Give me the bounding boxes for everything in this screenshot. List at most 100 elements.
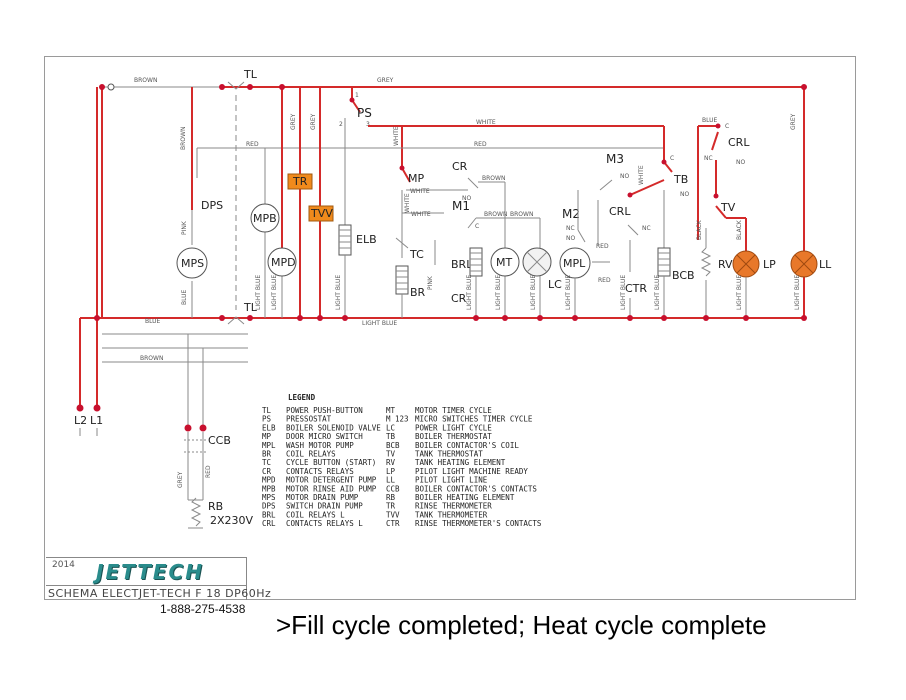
- svg-text:WHITE: WHITE: [638, 165, 645, 185]
- svg-text:NO: NO: [736, 159, 745, 166]
- branch-pumps: MPB MPD LIGHT BLUE LIGHT BLUE: [250, 87, 297, 318]
- legend-description: PILOT LIGHT MACHINE READY: [415, 467, 528, 476]
- svg-text:NO: NO: [680, 191, 689, 198]
- legend-code: MPS: [262, 493, 276, 502]
- label-mpd: MPD: [271, 256, 296, 269]
- branch-wash-pump: M2 NC NO MPL LIGHT BLUE RED RED: [559, 190, 611, 318]
- svg-text:NO: NO: [462, 195, 471, 202]
- legend-description: POWER PUSH-BUTTON: [286, 406, 363, 415]
- legend-code: CCB: [386, 484, 400, 493]
- mpd-motor: [267, 247, 297, 277]
- bcb-coil: [657, 247, 671, 277]
- label-rb: RB: [208, 500, 223, 513]
- legend-code: TR: [386, 502, 396, 511]
- mt-motor: [490, 247, 520, 277]
- branch-ps-elb: 1 2 3 PS WHITE WHITE RED ELB LIGHT BLUE: [335, 87, 664, 318]
- legend-code: TL: [262, 406, 272, 415]
- svg-text:RED: RED: [474, 141, 487, 148]
- legend-description: TANK HEATING ELEMENT: [415, 458, 506, 467]
- svg-text:2: 2: [339, 121, 343, 128]
- mps-motor: [176, 247, 208, 279]
- label-m2: M2: [562, 207, 580, 221]
- svg-text:BROWN: BROWN: [482, 175, 505, 182]
- legend-description: WASH MOTOR PUMP: [286, 441, 354, 450]
- label-crl-right: CRL: [728, 136, 750, 149]
- legend-description: MOTOR TIMER CYCLE: [415, 406, 492, 415]
- legend-code: PS: [262, 415, 272, 424]
- svg-text:C: C: [725, 123, 729, 130]
- branch-timer: MT LC LIGHT BLUE LIGHT BLUE: [490, 182, 562, 318]
- wire-label-brown-2: BROWN: [140, 355, 163, 362]
- mpb-motor: [250, 203, 280, 233]
- branch-boiler: TB C NO BCB LIGHT BLUE: [629, 126, 695, 318]
- label-tb: TB: [673, 173, 688, 186]
- svg-text:RED: RED: [205, 465, 212, 478]
- svg-text:GREY: GREY: [177, 471, 184, 488]
- svg-text:GREY: GREY: [290, 113, 297, 130]
- tr-thermometer: [287, 173, 313, 190]
- label-crl-left: CRL: [609, 205, 631, 218]
- svg-text:LIGHT BLUE: LIGHT BLUE: [255, 275, 262, 310]
- svg-text:NC: NC: [642, 225, 651, 232]
- label-tr: TR: [292, 175, 308, 188]
- legend-description: BOILER CONTACTOR'S CONTACTS: [415, 484, 537, 493]
- label-lp: LP: [763, 258, 776, 271]
- label-tl-top: TL: [243, 68, 258, 81]
- legend-code: LC: [386, 423, 395, 432]
- title-block-year: 2014: [52, 560, 75, 570]
- supply-section: L2 L1 CCB GREY RED RB 2X230V: [74, 404, 254, 529]
- label-tc: TC: [409, 248, 424, 261]
- legend-description: MOTOR RINSE AID PUMP: [286, 484, 377, 493]
- legend-code: TVV: [386, 510, 400, 519]
- legend-description: POWER LIGHT CYCLE: [415, 423, 492, 432]
- legend-code: CRL: [262, 519, 276, 528]
- svg-text:BLACK: BLACK: [696, 219, 703, 240]
- drawing-frame: [44, 56, 856, 600]
- label-m1: M1: [452, 199, 470, 213]
- legend-description: RINSE THERMOMETER'S CONTACTS: [415, 519, 542, 528]
- label-ll: LL: [819, 258, 832, 271]
- legend-code: RV: [386, 458, 396, 467]
- legend-code: CR: [262, 467, 272, 476]
- legend-description: TANK THERMOSTAT: [415, 450, 483, 459]
- legend-code: RB: [386, 493, 396, 502]
- label-tl-bottom: TL: [243, 301, 258, 314]
- title-block: [46, 557, 247, 600]
- legend-code: BCB: [386, 441, 400, 450]
- legend-description: BOILER HEATING ELEMENT: [415, 493, 515, 502]
- svg-text:PINK: PINK: [427, 275, 434, 290]
- company-logo: JETTECH: [96, 560, 204, 584]
- svg-text:NC: NC: [704, 155, 713, 162]
- legend-code: DPS: [262, 502, 276, 511]
- branch-thermometers: TR TVV GREY GREY: [287, 87, 334, 318]
- svg-text:LIGHT BLUE: LIGHT BLUE: [495, 275, 502, 310]
- title-block-divider: [46, 585, 246, 586]
- svg-text:LIGHT BLUE: LIGHT BLUE: [736, 275, 743, 310]
- legend-code: MPL: [262, 441, 276, 450]
- svg-text:NO: NO: [620, 173, 629, 180]
- svg-text:RED: RED: [596, 243, 609, 250]
- legend-code: TC: [262, 458, 271, 467]
- legend-description: SWITCH DRAIN PUMP: [286, 502, 363, 511]
- legend-code: LL: [386, 476, 396, 485]
- svg-text:RED: RED: [246, 141, 259, 148]
- legend-description: CONTACTS RELAYS: [286, 467, 354, 476]
- label-mpl: MPL: [563, 257, 586, 270]
- svg-text:BROWN: BROWN: [510, 211, 533, 218]
- label-cr-top: CR: [452, 160, 468, 173]
- br-coil: [395, 265, 409, 295]
- legend-description: DOOR MICRO SWITCH: [286, 432, 363, 441]
- label-rb-value: 2X230V: [210, 514, 254, 527]
- svg-text:3: 3: [366, 121, 370, 128]
- legend-title: LEGEND: [288, 393, 316, 402]
- label-tvv: TVV: [310, 207, 333, 220]
- svg-text:LIGHT BLUE: LIGHT BLUE: [466, 275, 473, 310]
- label-m3: M3: [606, 152, 624, 166]
- svg-text:WHITE: WHITE: [393, 126, 400, 146]
- legend-description: MOTOR DRAIN PUMP: [286, 493, 359, 502]
- label-lc: LC: [548, 278, 562, 291]
- svg-text:BROWN: BROWN: [180, 127, 187, 150]
